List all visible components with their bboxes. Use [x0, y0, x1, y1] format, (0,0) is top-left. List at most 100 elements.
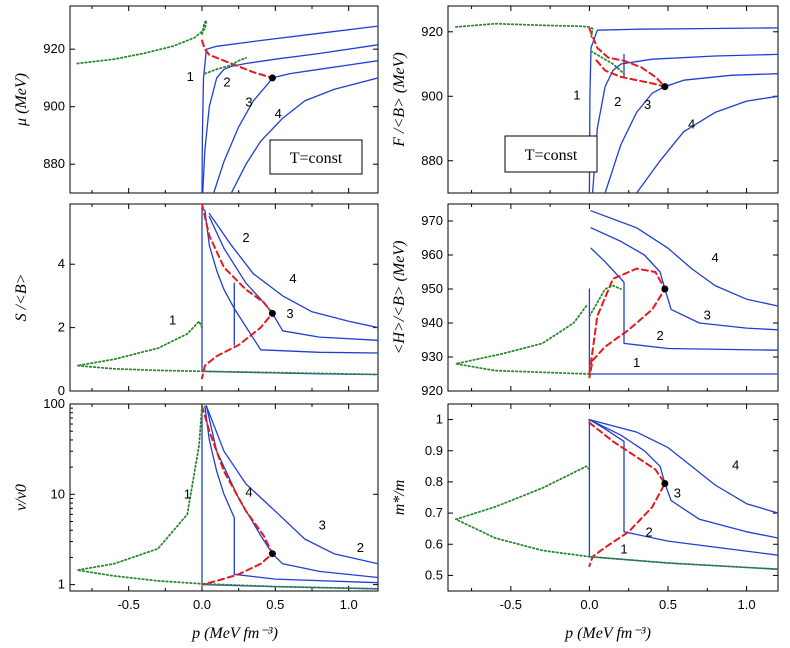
x-tick-label: 0.0	[193, 597, 211, 612]
curve-label: 4	[732, 457, 739, 472]
x-tick-label: -0.5	[500, 597, 522, 612]
series-green-line	[76, 320, 378, 376]
curve-label: 1	[620, 542, 627, 557]
series-blue-line	[588, 288, 778, 375]
critical-point-marker	[661, 83, 669, 91]
series-green-line	[455, 465, 778, 571]
curve-label: 3	[644, 97, 651, 112]
x-axis-label-right: p (MeV fm⁻³)	[564, 625, 651, 642]
curve-label: 3	[674, 486, 681, 501]
y-tick-label: 960	[421, 247, 443, 262]
series-blue-line	[201, 405, 378, 590]
y-axis-label: v/v0	[13, 484, 30, 511]
series-green-line	[588, 284, 622, 318]
plot-frame	[69, 203, 379, 392]
series-blue-line	[590, 210, 778, 307]
series-blue-line	[590, 247, 778, 351]
curve-label: 4	[712, 250, 719, 265]
y-axis-label: μ (MeV)	[13, 73, 30, 127]
series-blue-line	[588, 418, 778, 556]
y-axis-label: S /<B>	[13, 274, 30, 322]
series-blue-line	[205, 405, 378, 565]
curve-label: 3	[319, 517, 326, 532]
series-blue-line	[204, 209, 378, 354]
y-tick-label: 880	[43, 156, 65, 171]
x-tick-label: 1.0	[738, 597, 756, 612]
curve-label: 1	[169, 312, 176, 327]
y-tick-label: 920	[421, 383, 443, 398]
series-blue-line	[205, 405, 378, 579]
series-blue-line	[591, 53, 778, 193]
y-axis-label: m*/m	[391, 480, 408, 516]
y-tick-label: 2	[58, 320, 65, 335]
y-tick-label: 0.6	[425, 536, 443, 551]
series-red-line	[588, 421, 666, 568]
y-tick-label: 0.9	[425, 443, 443, 458]
y-tick-label: 920	[421, 24, 443, 39]
x-tick-label: 1.0	[340, 597, 358, 612]
x-axis-label-left: p (MeV fm⁻³)	[191, 625, 278, 642]
series-blue-line	[588, 27, 778, 193]
series-group	[455, 22, 778, 193]
curve-label: 1	[633, 355, 640, 370]
series-group	[76, 405, 378, 590]
series-red-line	[201, 39, 274, 79]
critical-point-marker	[661, 285, 669, 293]
plot-frame	[447, 203, 779, 392]
y-tick-label: 0.8	[425, 474, 443, 489]
curve-label: 3	[245, 95, 252, 110]
series-red-line	[588, 267, 666, 379]
y-tick-label: 100	[43, 396, 65, 411]
x-tick-label: 0.0	[580, 597, 598, 612]
curve-label: 2	[242, 230, 249, 245]
series-blue-line	[588, 418, 778, 514]
y-tick-label: 940	[421, 315, 443, 330]
x-tick-label: -0.5	[117, 597, 139, 612]
series-green-line	[455, 22, 594, 40]
series-blue-line	[590, 227, 778, 331]
y-axis-label: F /<B> (MeV)	[391, 52, 408, 147]
annotation-box	[269, 139, 363, 175]
series-group	[455, 210, 778, 379]
y-tick-label: 10	[51, 486, 65, 501]
series-blue-line	[213, 60, 378, 193]
series-blue-line	[230, 77, 378, 193]
y-tick-label: 950	[421, 281, 443, 296]
y-tick-label: 0.7	[425, 505, 443, 520]
series-green-line	[76, 405, 378, 590]
critical-point-marker	[661, 479, 669, 487]
series-group	[455, 418, 778, 571]
plot-frame	[69, 403, 379, 592]
series-green-line	[455, 305, 591, 375]
x-tick-label: 0.5	[266, 597, 284, 612]
y-tick-label: 1	[58, 577, 65, 592]
plot-frame	[69, 5, 379, 194]
critical-point-marker	[268, 74, 276, 82]
annotation-box-label: T=const	[290, 150, 343, 167]
series-blue-line	[204, 405, 378, 584]
series-blue-line	[202, 44, 378, 193]
series-blue-line	[201, 25, 378, 193]
series-blue-line	[208, 216, 378, 341]
curve-label: 3	[286, 306, 293, 321]
curve-label: 4	[688, 117, 695, 132]
curve-label: 1	[187, 69, 194, 84]
series-red-line	[201, 204, 274, 380]
curve-label: 1	[184, 486, 191, 501]
y-tick-label: 970	[421, 213, 443, 228]
curve-label: 2	[614, 94, 621, 109]
y-tick-label: 930	[421, 349, 443, 364]
curve-label: 3	[704, 308, 711, 323]
y-tick-label: 4	[58, 256, 65, 271]
curve-label: 4	[275, 106, 282, 121]
annotation-box-label: T=const	[525, 147, 578, 164]
y-tick-label: 900	[43, 99, 65, 114]
plot-frame	[447, 5, 779, 194]
curve-label: 2	[657, 328, 664, 343]
